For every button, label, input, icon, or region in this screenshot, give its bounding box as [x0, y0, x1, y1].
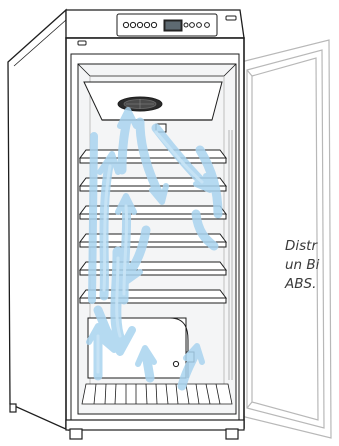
airflow-arrow-icon [177, 343, 205, 391]
cabinet-feet [9, 403, 239, 440]
airflow-arrow-icon [117, 107, 139, 175]
airflow-arrow-icon [93, 305, 119, 353]
airflow-arrow-icon [195, 145, 223, 219]
airflow-arrow-icon [135, 117, 169, 205]
airflow-arrow-icon [191, 209, 219, 251]
fan-hood [83, 81, 223, 133]
airflow-arrows-highlight [96, 130, 204, 374]
caption-line-1: Distr [285, 238, 318, 254]
shelf [79, 233, 227, 248]
control-panel-icon [122, 19, 210, 32]
caption-text: Distr un Bi ABS. [285, 237, 339, 294]
caption-line-2: un Bi [285, 257, 320, 273]
airflow-arrow-icon [88, 132, 98, 304]
shelf [79, 149, 227, 164]
floor-grid [81, 383, 233, 405]
airflow-arrow-icon [135, 345, 157, 383]
fan-icon [117, 96, 163, 112]
control-panel [77, 13, 237, 46]
caption-line-3: ABS. [285, 276, 317, 292]
